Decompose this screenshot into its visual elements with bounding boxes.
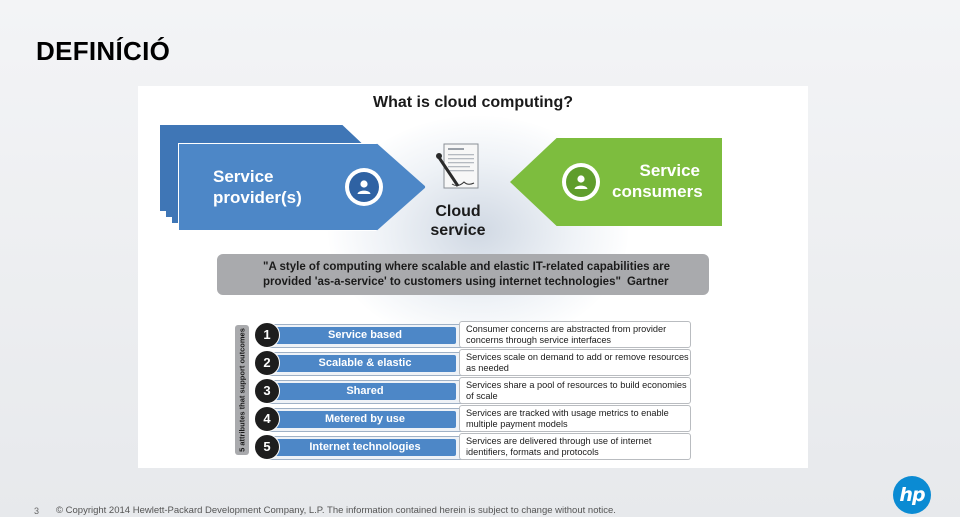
cloud-computing-figure: What is cloud computing? Service provide… [138, 86, 808, 468]
cloud-line-2: service [430, 222, 486, 239]
contract-document-icon [436, 143, 479, 189]
hp-logo: hp [893, 476, 931, 514]
attribute-name: Service based [274, 327, 456, 344]
attribute-description: Consumer concerns are abstracted from pr… [459, 321, 691, 348]
attribute-name: Metered by use [274, 411, 456, 428]
attribute-row: Internet technologies 5 Services are del… [254, 433, 692, 460]
person-icon [357, 180, 371, 194]
attribute-row: Metered by use 4 Services are tracked wi… [254, 405, 692, 432]
attribute-name: Scalable & elastic [274, 355, 456, 372]
side-label-text: 5 attributes that support outcomes [237, 328, 247, 452]
hp-logo-text: hp [899, 484, 925, 506]
provider-person-icon [345, 168, 383, 206]
attribute-row: Shared 3 Services share a pool of resour… [254, 377, 692, 404]
attribute-description: Services are tracked with usage metrics … [459, 405, 691, 432]
quote-text: "A style of computing where scalable and… [263, 261, 671, 288]
attribute-number: 1 [254, 322, 280, 348]
consumer-label: Service consumers [612, 160, 703, 202]
attributes-side-label: 5 attributes that support outcomes [235, 325, 249, 455]
attribute-description: Services share a pool of resources to bu… [459, 377, 691, 404]
consumer-person-icon [562, 163, 600, 201]
figure-title: What is cloud computing? [373, 94, 573, 111]
provider-line-1: Service [213, 167, 274, 186]
quote-author: Gartner [626, 276, 669, 288]
provider-label: Service provider(s) [213, 166, 302, 208]
attribute-description: Services are delivered through use of in… [459, 433, 691, 460]
provider-arrow: Service provider(s) [178, 143, 426, 231]
slide-title: DEFINÍCIÓ [36, 36, 171, 66]
provider-line-2: provider(s) [213, 188, 302, 207]
attribute-description: Services scale on demand to add or remov… [459, 349, 691, 376]
cloud-service-label: Cloud service [416, 202, 500, 240]
gartner-quote: "A style of computing where scalable and… [217, 254, 709, 295]
page-number: 3 [34, 506, 40, 516]
attribute-number: 2 [254, 350, 280, 376]
cloud-line-1: Cloud [435, 203, 481, 220]
attribute-row: Service based 1 Consumer concerns are ab… [254, 321, 692, 348]
consumer-line-2: consumers [612, 182, 703, 201]
attribute-number: 5 [254, 434, 280, 460]
consumer-arrow: Service consumers [510, 138, 722, 226]
attribute-name: Shared [274, 383, 456, 400]
attribute-row: Scalable & elastic 2 Services scale on d… [254, 349, 692, 376]
copyright-footer: © Copyright 2014 Hewlett-Packard Develop… [56, 505, 616, 516]
attribute-name: Internet technologies [274, 439, 456, 456]
attribute-number: 3 [254, 378, 280, 404]
person-icon [574, 175, 588, 189]
consumer-line-1: Service [639, 161, 701, 180]
attribute-number: 4 [254, 406, 280, 432]
